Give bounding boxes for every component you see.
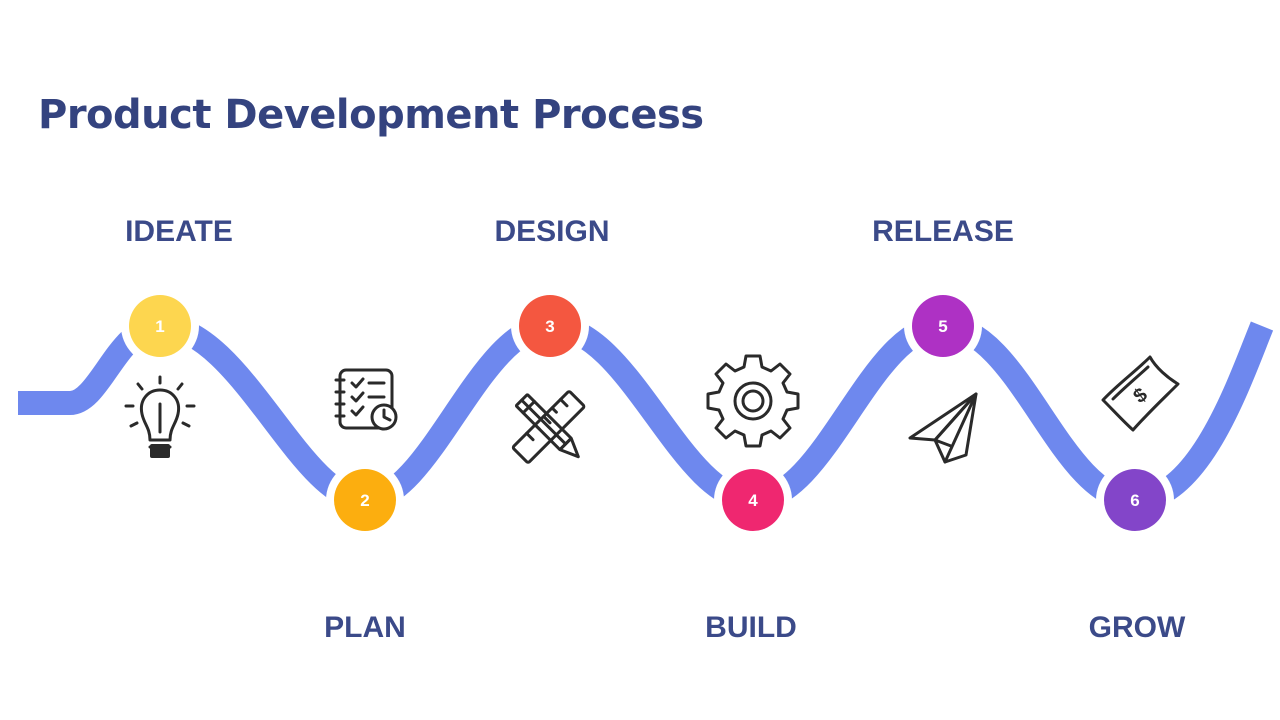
step-dot	[129, 295, 191, 357]
step-label: GROW	[1089, 611, 1186, 644]
step-number: 1	[155, 317, 164, 336]
lightbulb-icon	[124, 375, 196, 458]
step-number: 6	[1130, 491, 1139, 510]
step-1: 1 IDEATE	[121, 215, 233, 365]
step-number: 5	[938, 317, 947, 336]
page-title: Product Development Process	[38, 92, 704, 138]
step-label: DESIGN	[494, 215, 609, 248]
step-dot	[334, 469, 396, 531]
step-number: 3	[545, 317, 554, 336]
dollar-symbol: $	[1129, 384, 1151, 408]
step-label: IDEATE	[125, 215, 233, 248]
step-3: 3 DESIGN	[494, 215, 610, 365]
gear-icon	[706, 354, 800, 448]
step-dot	[519, 295, 581, 357]
step-number: 2	[360, 491, 369, 510]
step-label: RELEASE	[872, 215, 1014, 248]
step-dot	[912, 295, 974, 357]
step-label: PLAN	[324, 611, 406, 644]
wave-track	[18, 313, 1274, 513]
step-dot	[722, 469, 784, 531]
step-4: 4 BUILD	[705, 461, 797, 644]
pencil-ruler-icon	[511, 390, 586, 464]
step-2: 2 PLAN	[324, 461, 406, 644]
step-number: 4	[748, 491, 758, 510]
step-label: BUILD	[705, 611, 797, 644]
checklist-icon	[334, 368, 398, 431]
step-dot	[1104, 469, 1166, 531]
step-5: 5 RELEASE	[872, 215, 1014, 365]
step-6: 6 GROW	[1089, 461, 1186, 644]
dollar-bill-icon: $	[1101, 355, 1180, 432]
paper-plane-icon	[908, 392, 978, 464]
